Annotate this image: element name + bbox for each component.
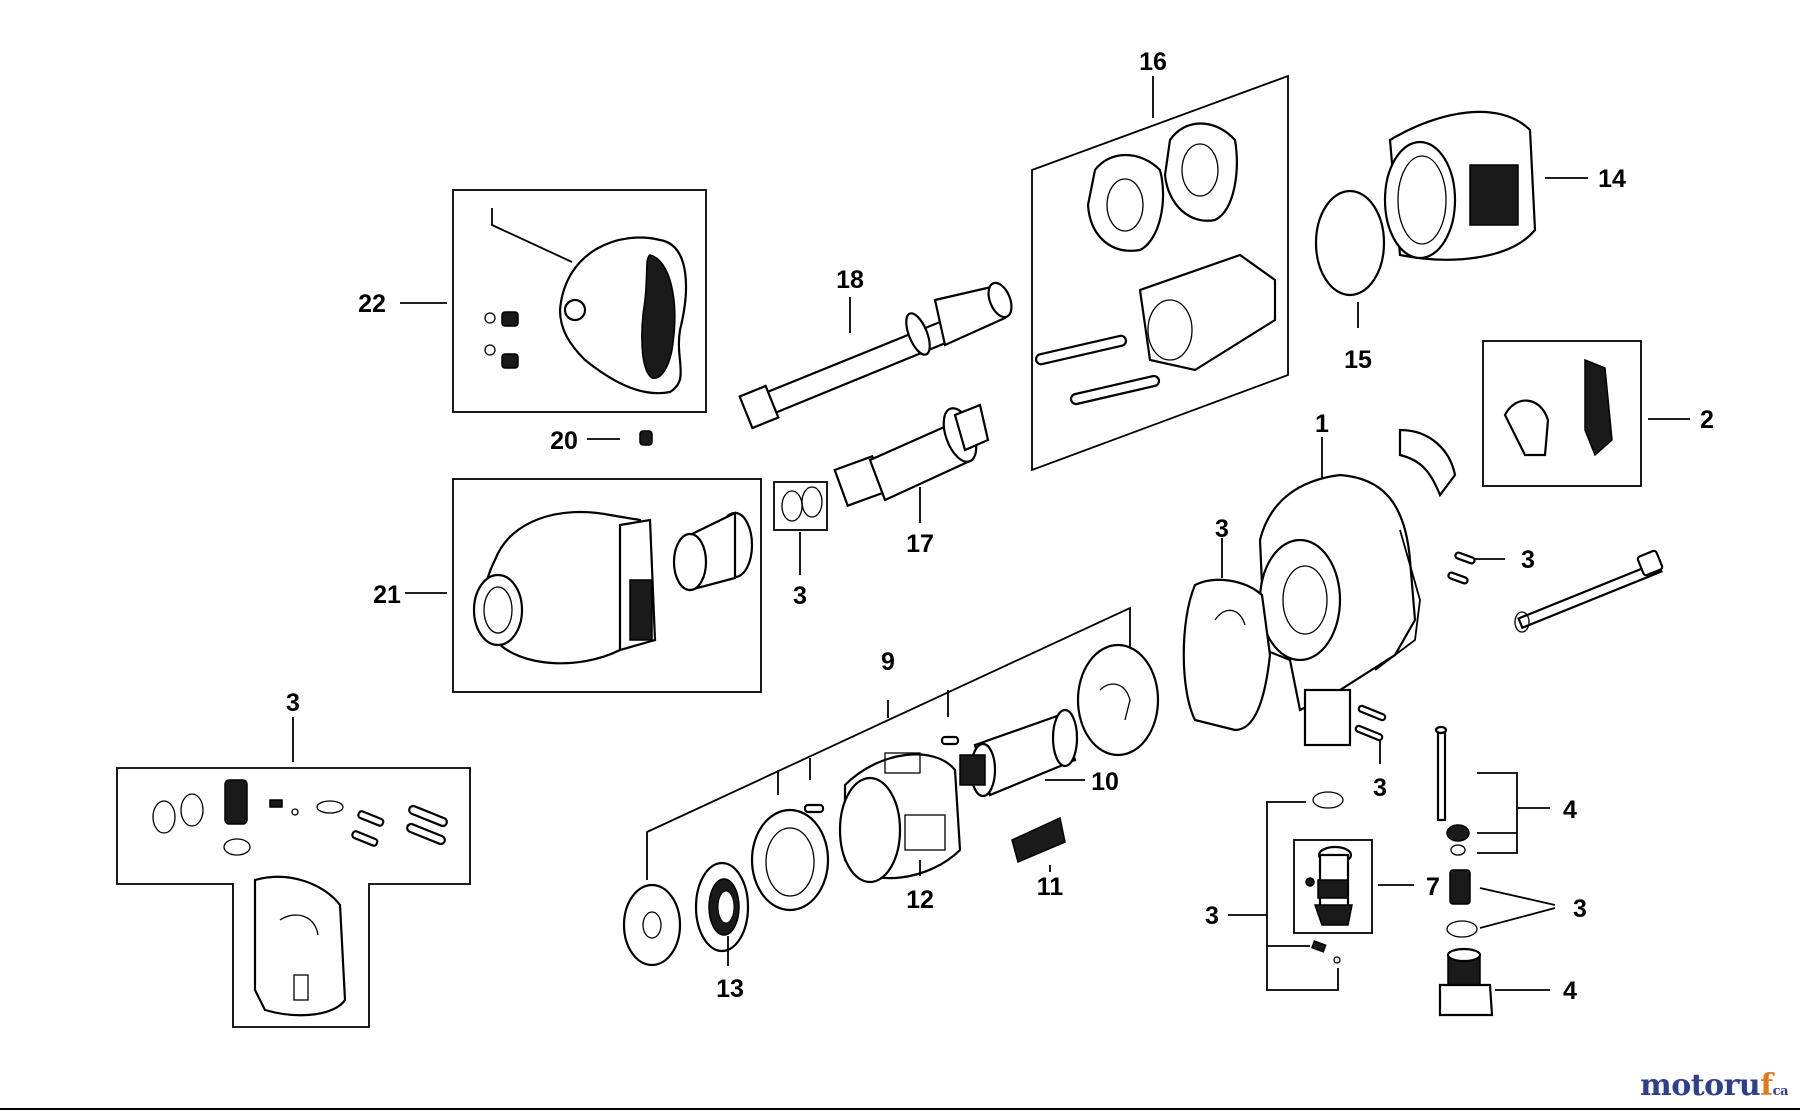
bottom-divider <box>0 1108 1800 1110</box>
part-9-bracket <box>646 606 1131 880</box>
callout-4-a: 4 <box>1563 796 1577 824</box>
housing-bolt-part <box>1514 549 1664 633</box>
part-14-nose-housing <box>1383 110 1537 261</box>
part-3-seal-kit <box>116 767 471 1028</box>
callout-3-e: 3 <box>286 689 300 717</box>
part-15-o-ring <box>1314 189 1386 297</box>
callout-9: 9 <box>881 648 895 676</box>
callout-14: 14 <box>1598 165 1626 193</box>
callout-3-c: 3 <box>1215 515 1229 543</box>
callout-4-b: 4 <box>1563 977 1577 1005</box>
callout-2: 2 <box>1700 406 1714 434</box>
part-3-gasket <box>1182 578 1272 732</box>
callout-3-a: 3 <box>793 582 807 610</box>
callout-13: 13 <box>716 975 744 1003</box>
spacer-washer-part <box>622 883 682 967</box>
callout-11: 11 <box>1037 873 1064 901</box>
callout-20: 20 <box>550 427 578 455</box>
part-21-hammer-case-kit <box>452 478 762 693</box>
part-2-trigger-box <box>1482 340 1642 487</box>
callout-17: 17 <box>906 530 934 558</box>
trigger-wedge-part <box>1398 428 1457 498</box>
front-end-plate-part <box>750 808 830 912</box>
rear-end-plate-part <box>1076 643 1160 757</box>
callout-16: 16 <box>1139 48 1167 76</box>
callout-21: 21 <box>373 581 401 609</box>
part-12-cylinder <box>838 752 962 884</box>
part-7-throttle-valve <box>1305 845 1353 926</box>
part-11-vane <box>1011 816 1066 864</box>
part-16-hammer-cage-kit <box>1031 74 1289 472</box>
callout-3-b: 3 <box>1521 546 1535 574</box>
part-7-valve-box <box>1293 839 1373 934</box>
part-17-hammer <box>833 403 990 508</box>
part-10-rotor <box>959 708 1079 798</box>
callout-18: 18 <box>836 266 864 294</box>
callout-12: 12 <box>906 886 934 914</box>
callout-10: 10 <box>1091 768 1119 796</box>
part-1-motor-housing <box>1258 473 1421 747</box>
callout-3-f: 3 <box>1205 902 1219 930</box>
part-18-anvil <box>738 281 1013 430</box>
regulator-pin-part <box>1436 728 1447 822</box>
part-22-handle-kit <box>452 189 707 413</box>
callout-1: 1 <box>1315 410 1329 438</box>
regulator-nut-part <box>1446 824 1470 842</box>
callout-3-d: 3 <box>1373 774 1387 802</box>
callout-3-g: 3 <box>1573 895 1587 923</box>
watermark-logo: motorufca <box>1640 1068 1789 1103</box>
callout-22: 22 <box>358 290 386 318</box>
part-4-air-inlet <box>1438 947 1494 1017</box>
part-20-set-screw <box>639 430 653 446</box>
callout-15: 15 <box>1344 346 1372 374</box>
callout-7: 7 <box>1426 873 1440 901</box>
part-13-bearing <box>694 861 750 953</box>
valve-spring-part <box>1449 869 1471 905</box>
part-3-orings-box <box>773 481 828 531</box>
